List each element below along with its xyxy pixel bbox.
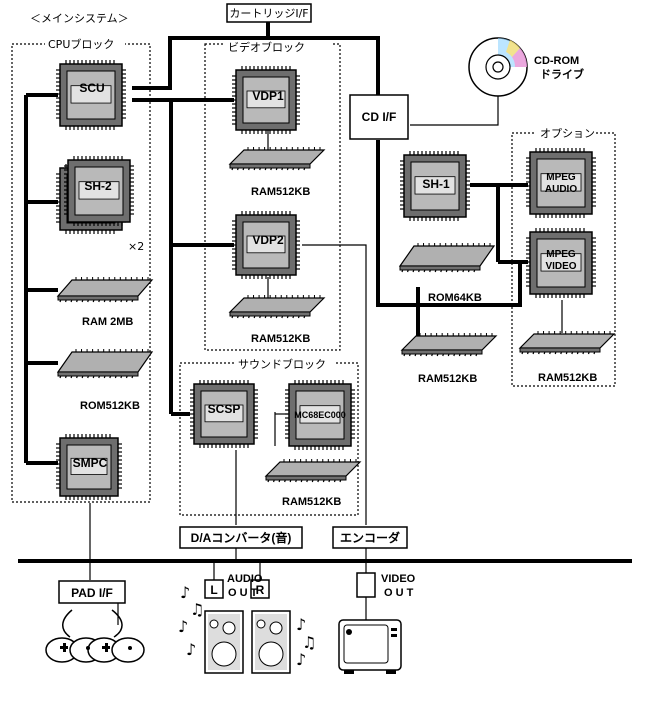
signal-lines (89, 80, 563, 625)
m68-chip (285, 380, 355, 450)
vdp1-chip (232, 66, 300, 134)
encoder-label: エンコーダ (340, 530, 400, 545)
mpeg-video-label-2: VIDEO (545, 261, 576, 272)
pad-if-label: PAD I/F (71, 586, 113, 600)
m68-label: MC68EC000 (294, 410, 346, 420)
svg-text:♪: ♪ (178, 617, 188, 636)
rom64-chip (398, 243, 496, 273)
video-label: VIDEO (381, 573, 416, 585)
vdp1-ram-chip (228, 147, 326, 171)
vdp2-chip (232, 211, 300, 279)
dac-label: D/Aコンバータ(音) (191, 530, 292, 545)
option-block-frame (511, 132, 616, 387)
rom512-chip (56, 349, 154, 379)
pad-if-box (58, 580, 126, 604)
television-icon (338, 619, 402, 674)
mpeg-audio-chip (526, 148, 596, 218)
audio-label: AUDIO (227, 573, 263, 585)
mpeg-audio-label-2: AUDIO (545, 184, 577, 195)
gamepads-icon (45, 609, 145, 663)
cd-ram-label: RAM512KB (418, 373, 477, 385)
video-connector-box (356, 572, 376, 598)
scu-chip (56, 60, 126, 130)
cd-if-box (349, 94, 409, 140)
video-out-label: O U T (384, 587, 414, 599)
main-system-title: ＜メインシステム＞ (30, 12, 129, 25)
smpc-label: SMPC (73, 456, 108, 470)
scsp-label: SCSP (208, 402, 241, 416)
rom512-label: ROM512KB (80, 400, 140, 412)
dac-box (179, 526, 303, 549)
vdp2-ram-chip (228, 295, 326, 319)
option-block-label: オプション (540, 127, 595, 140)
audio-right-label: R (256, 583, 265, 597)
sh2-count: ×2 (128, 240, 144, 253)
svg-text:♫: ♫ (190, 600, 204, 619)
cdrom-disc-icon (468, 37, 528, 97)
scu-label: SCU (79, 81, 104, 95)
scsp-chip (190, 380, 258, 448)
mpeg-video-label-1: MPEG (546, 249, 576, 260)
cpu-block-label: CPUブロック (48, 37, 114, 51)
video-block-label: ビデオブロック (228, 40, 305, 54)
left-speaker-icon (204, 610, 244, 674)
ram2mb-label: RAM 2MB (82, 316, 133, 328)
audio-left-box (204, 579, 224, 599)
vdp1-label: VDP1 (252, 89, 284, 103)
vdp2-label: VDP2 (252, 233, 284, 247)
svg-text:♫: ♫ (302, 633, 316, 652)
video-block-frame (204, 43, 341, 351)
sound-ram-label: RAM512KB (282, 496, 341, 508)
svg-text:♪: ♪ (296, 615, 306, 634)
svg-text:♪: ♪ (180, 583, 190, 602)
encoder-box (332, 526, 408, 549)
smpc-chip (56, 434, 122, 500)
opt-ram-chip (518, 331, 616, 355)
sound-ram-chip (264, 459, 362, 483)
sh2-chip (64, 156, 134, 226)
ram2mb-chip (56, 277, 154, 303)
sh2-label: SH-2 (84, 179, 112, 193)
cartridge-if-label: カートリッジI/F (229, 7, 308, 20)
cd-if-label: CD I/F (362, 110, 397, 124)
right-speaker-icon (251, 610, 291, 674)
svg-text:♪: ♪ (296, 650, 306, 669)
bus-lines (18, 22, 632, 563)
cpu-label-bg (45, 37, 125, 50)
mpeg-video-chip (526, 228, 596, 298)
vdp1-ram-label: RAM512KB (251, 186, 310, 198)
sh1-label: SH-1 (422, 177, 450, 191)
audio-out-label: O U T (228, 587, 258, 599)
vdp2-ram-label: RAM512KB (251, 333, 310, 345)
sh1-chip (400, 151, 470, 221)
cdrom-label-2: ドライブ (540, 67, 584, 81)
audio-right-box (250, 579, 270, 599)
sound-block-label: サウンドブロック (238, 357, 326, 371)
cd-ram-chip (400, 333, 498, 357)
cartridge-if-box (226, 3, 312, 23)
chips (56, 60, 616, 500)
rom64-label: ROM64KB (428, 292, 482, 304)
audio-left-label: L (210, 583, 217, 597)
svg-text:♪: ♪ (186, 640, 196, 659)
opt-ram-label: RAM512KB (538, 372, 597, 384)
mpeg-audio-label-1: MPEG (546, 172, 576, 183)
cdrom-label-1: CD-ROM (534, 55, 579, 67)
